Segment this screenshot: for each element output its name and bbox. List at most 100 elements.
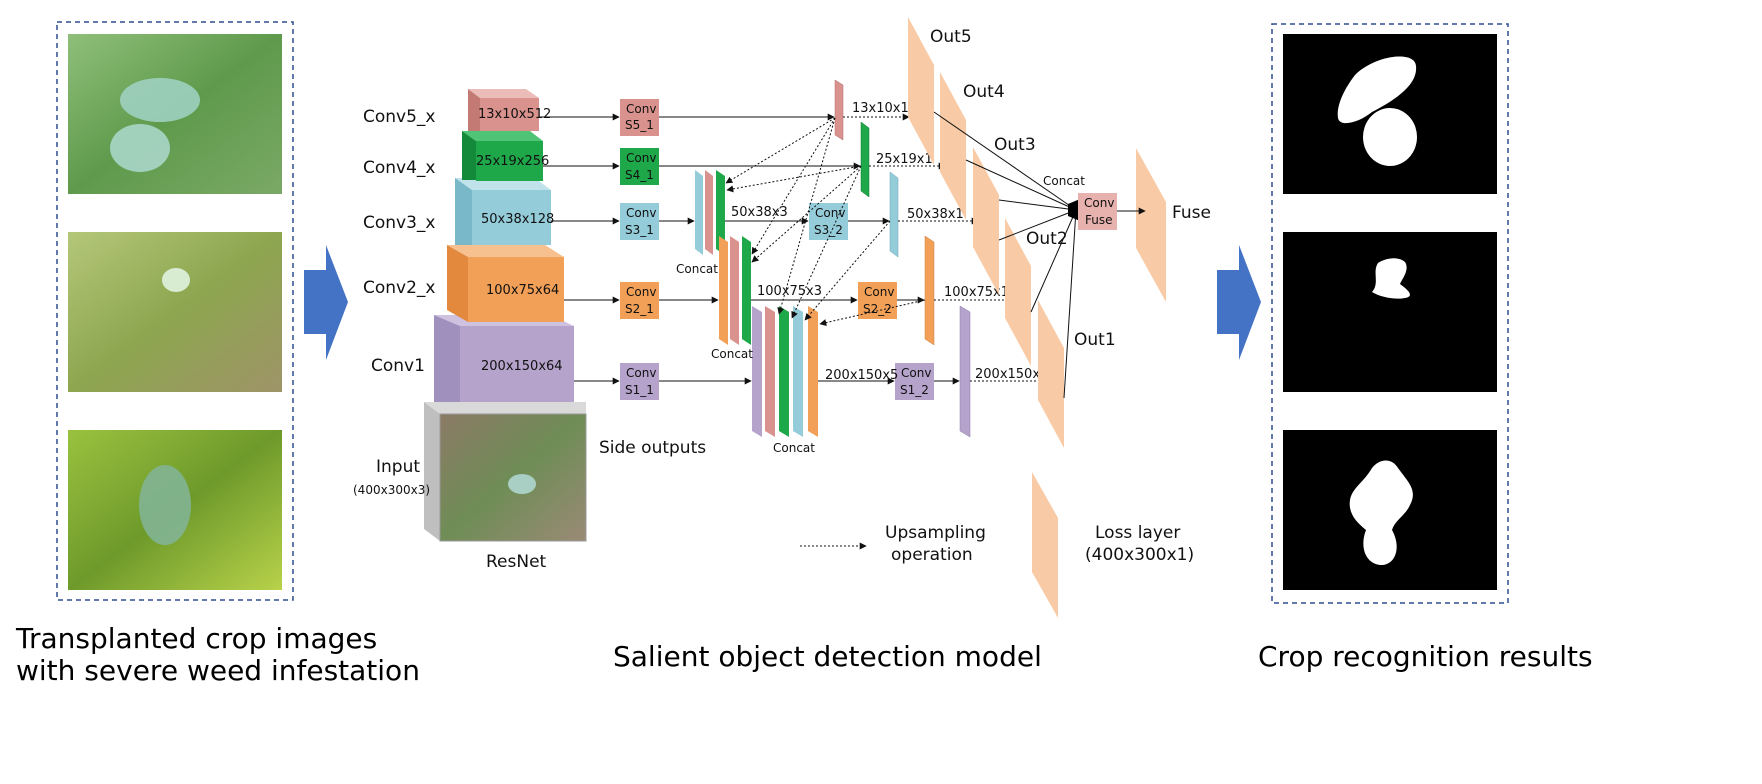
conv-s3-2-box: Conv S3_2: [809, 203, 848, 240]
svg-text:S1_2: S1_2: [900, 383, 929, 397]
size-50x38x3: 50x38x3: [731, 205, 788, 220]
conv-s5-1-box: Conv S5_1: [620, 99, 659, 136]
side-arrows: [539, 113, 620, 385]
svg-text:S1_1: S1_1: [625, 383, 654, 397]
out4-label: Out4: [963, 82, 1005, 102]
out3-label: Out3: [994, 135, 1036, 155]
conv-s2-2-box: Conv S2_2: [858, 282, 897, 319]
loss-layer-out2: [1005, 218, 1031, 366]
crop-photo-3: [68, 430, 282, 590]
feature-map-s3: [889, 171, 899, 258]
stage-size-conv2: 100x75x64: [486, 283, 559, 298]
feature-map-s5: [834, 79, 844, 141]
out2-label: Out2: [1026, 229, 1068, 249]
flow-arrows: [659, 113, 960, 385]
svg-text:Conv: Conv: [864, 285, 894, 299]
input-size-label: (400x300x3): [353, 483, 430, 497]
svg-text:S2_2: S2_2: [863, 302, 892, 316]
input-images-panel: [56, 21, 294, 601]
loss-layer-out4: [940, 72, 966, 220]
loss-layer-fuse: [1136, 148, 1166, 302]
side-outputs-label: Side outputs: [599, 438, 706, 458]
stage-size-conv3: 50x38x128: [481, 212, 554, 227]
loss-layer-out3: [973, 147, 999, 295]
legend-loss-line2: (400x300x1): [1085, 545, 1194, 565]
stage-name-conv5: Conv5_x: [363, 107, 435, 127]
size-50x38x1: 50x38x1: [907, 207, 964, 222]
svg-text:S3_2: S3_2: [814, 223, 843, 237]
stage-name-conv2: Conv2_x: [363, 278, 435, 298]
legend-upsampling-line2: operation: [891, 545, 973, 565]
input-caption-line2: with severe weed infestation: [16, 654, 420, 687]
stage-name-conv4: Conv4_x: [363, 158, 435, 178]
svg-text:Conv: Conv: [815, 206, 845, 220]
legend-upsampling-line1: Upsampling: [885, 523, 986, 543]
conv-s3-1-box: Conv S3_1: [620, 203, 659, 240]
conv-s1-1-box: Conv S1_1: [620, 363, 659, 400]
resnet-label: ResNet: [486, 552, 547, 572]
legend-loss-line1: Loss layer: [1095, 523, 1180, 543]
svg-text:Conv: Conv: [1084, 196, 1114, 210]
svg-text:S4_1: S4_1: [625, 168, 654, 182]
size-25x19x1: 25x19x1: [876, 152, 933, 167]
feature-map-s1: [959, 305, 971, 438]
size-200x150x5: 200x150x5: [825, 368, 898, 383]
loss-layer-out1: [1038, 300, 1064, 448]
svg-text:Conv: Conv: [626, 102, 656, 116]
size-100x75x1: 100x75x1: [944, 285, 1009, 300]
out1-label: Out1: [1074, 330, 1116, 350]
model-caption: Salient object detection model: [613, 640, 1042, 673]
upsampling-arrows: [725, 113, 1048, 385]
stage-size-conv5: 13x10x512: [478, 107, 551, 122]
svg-text:Conv: Conv: [626, 151, 656, 165]
blue-arrow-right-icon: [304, 245, 348, 360]
concat-stack-3: [752, 306, 818, 437]
svg-text:Conv: Conv: [901, 366, 931, 380]
svg-text:Conv: Conv: [626, 285, 656, 299]
concat-label-4: Concat: [1043, 174, 1085, 188]
stage-size-conv4: 25x19x256: [476, 154, 549, 169]
feature-map-s4: [860, 121, 870, 198]
conv-fuse-box: Conv Fuse: [1078, 193, 1117, 230]
result-mask-3: [1283, 430, 1497, 590]
conv2-block: [447, 245, 564, 322]
svg-text:Conv: Conv: [626, 206, 656, 220]
size-13x10x1: 13x10x1: [852, 101, 909, 116]
conv-s2-1-box: Conv S2_1: [620, 282, 659, 319]
conv-s4-1-box: Conv S4_1: [620, 148, 659, 185]
blue-arrow-right-icon: [1217, 245, 1261, 360]
stage-name-conv1: Conv1: [371, 356, 425, 376]
feature-map-s2: [924, 235, 935, 346]
concat-stack-1: [695, 170, 725, 255]
fuse-label: Fuse: [1172, 203, 1211, 223]
conv-s1-2-box: Conv S1_2: [895, 363, 934, 400]
results-panel: [1271, 23, 1509, 604]
stage-size-conv1: 200x150x64: [481, 359, 563, 374]
result-mask-2: [1283, 232, 1497, 392]
svg-text:S3_1: S3_1: [625, 223, 654, 237]
legend-loss-layer: [1032, 472, 1058, 618]
size-200x150x1: 200x150x1: [975, 367, 1048, 382]
svg-text:Conv: Conv: [626, 366, 656, 380]
size-100x75x3: 100x75x3: [757, 284, 822, 299]
svg-text:S2_1: S2_1: [625, 302, 654, 316]
crop-photo-1: [68, 34, 282, 194]
concat-stack-2: [719, 236, 751, 345]
conv4-block: [462, 131, 543, 181]
svg-text:Fuse: Fuse: [1085, 213, 1113, 227]
stage-name-conv3: Conv3_x: [363, 213, 435, 233]
svg-text:S5_1: S5_1: [625, 118, 654, 132]
concat-label-3: Concat: [773, 441, 815, 455]
crop-photo-2: [68, 232, 282, 392]
concat-label-2: Concat: [711, 347, 753, 361]
loss-layer-out5: [908, 17, 934, 165]
conv5-block: [468, 89, 539, 131]
concat-join-icon: [1068, 199, 1080, 221]
concat-label-1: Concat: [676, 262, 718, 276]
fuse-input-lines: [933, 111, 1077, 399]
conv1-block: [434, 315, 574, 402]
out5-label: Out5: [930, 27, 972, 47]
results-caption: Crop recognition results: [1258, 640, 1593, 673]
result-mask-1: [1283, 34, 1497, 194]
input-image-block: [424, 402, 587, 542]
